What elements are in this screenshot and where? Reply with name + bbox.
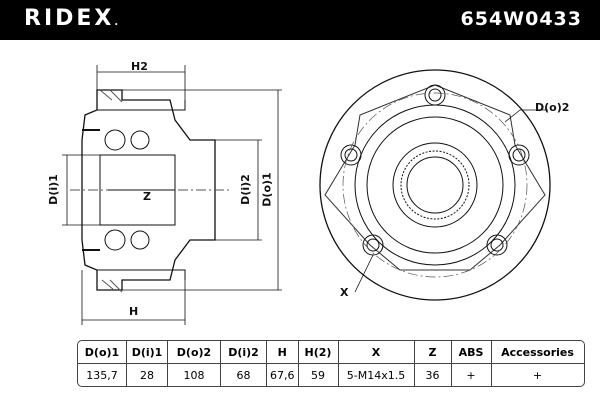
label-do2: D(o)2 (535, 101, 570, 114)
value-cell: + (452, 364, 492, 386)
value-cell: 28 (127, 364, 168, 386)
value-cell: 59 (299, 364, 339, 386)
header-cell: H(2) (298, 341, 339, 364)
header-cell: X (338, 341, 415, 364)
label-h: H (129, 305, 139, 318)
header-cell: ABS (451, 341, 492, 364)
brand-name: RIDEX (24, 6, 115, 31)
header-cell: Z (414, 341, 452, 364)
label-di2: D(i)2 (238, 174, 252, 205)
spec-table: D(o)1 D(i)1 D(o)2 D(i)2 H H(2) X Z ABS A… (77, 340, 585, 387)
value-cell: 135,7 (78, 364, 127, 386)
header-cell: D(o)1 (78, 341, 127, 364)
header-cell: H (267, 341, 299, 364)
header-cell: D(o)2 (168, 341, 221, 364)
label-z: Z (143, 190, 151, 203)
label-di1: D(i)1 (46, 174, 60, 205)
label-x: X (340, 286, 349, 299)
label-h2: H2 (131, 60, 148, 73)
label-do1: D(o)1 (260, 172, 274, 207)
spec-table-value-row: 135,7 28 108 68 67,6 59 5-M14x1.5 36 + + (78, 364, 584, 386)
value-cell: 108 (168, 364, 221, 386)
value-cell: + (532, 368, 543, 382)
header-cell: D(i)1 (127, 341, 168, 364)
header-bar: RIDEX. 654W0433 (0, 0, 600, 40)
value-cell: 68 (221, 364, 267, 386)
dimension-lines (62, 65, 282, 325)
brand-logo: RIDEX. (24, 6, 122, 31)
value-cell: 36 (415, 364, 452, 386)
hub-section-view (70, 89, 230, 293)
header-cell: Accessories (491, 341, 584, 364)
value-cell: 5-M14x1.5 (339, 364, 415, 386)
header-cell: D(i)2 (221, 341, 267, 364)
part-number: 654W0433 (460, 8, 582, 30)
spec-table-header-row: D(o)1 D(i)1 D(o)2 D(i)2 H H(2) X Z ABS A… (78, 341, 584, 364)
value-cell: 67,6 (267, 364, 299, 386)
technical-drawing (62, 65, 551, 325)
hub-front-view (319, 69, 551, 301)
